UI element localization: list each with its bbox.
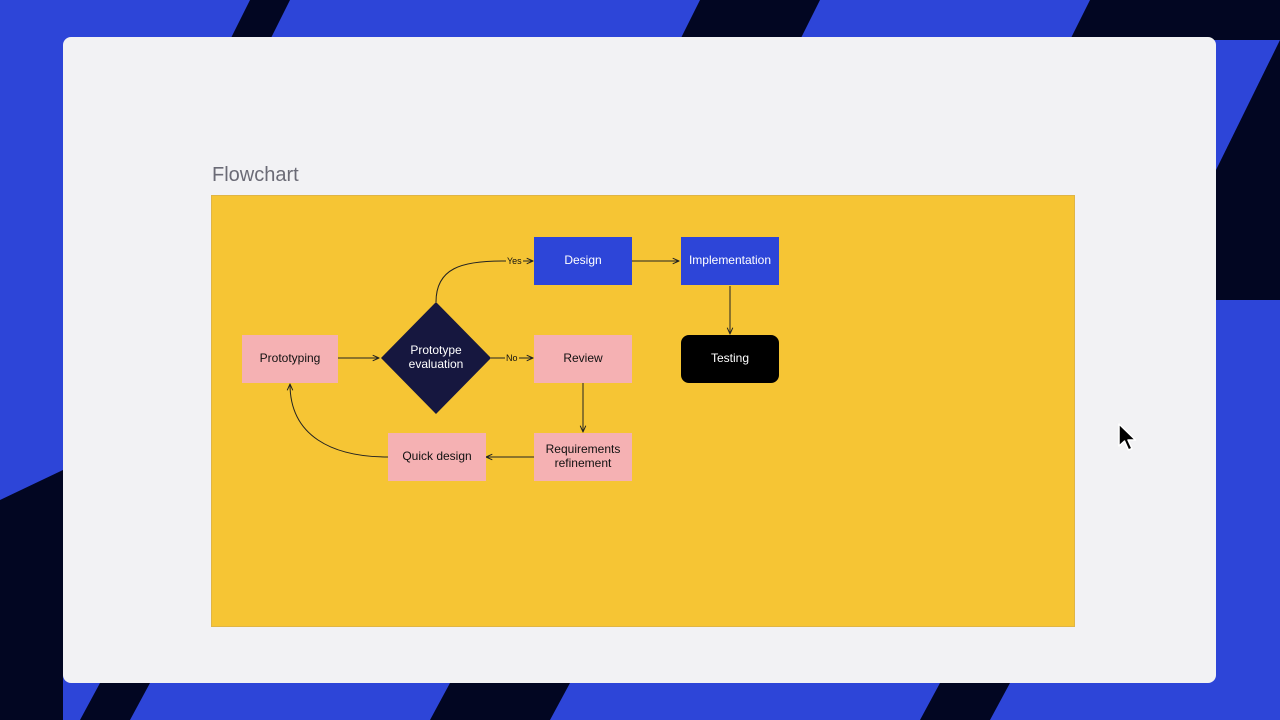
node-testing-label: Testing xyxy=(710,351,750,366)
frame-title: Flowchart xyxy=(212,164,299,186)
node-evaluation-line1: Prototype xyxy=(410,343,462,358)
node-requirements-line1: Requirements xyxy=(545,442,621,457)
edge-quickdesign-prototyping xyxy=(290,384,389,458)
yes-label: Yes xyxy=(506,256,523,266)
no-label: No xyxy=(505,353,519,363)
decision-diamond[interactable] xyxy=(381,302,491,414)
node-evaluation-line2: evaluation xyxy=(408,357,464,371)
node-implementation[interactable]: Implementation xyxy=(681,237,779,285)
node-prototyping[interactable]: Prototyping xyxy=(242,335,338,383)
node-testing[interactable]: Testing xyxy=(681,335,779,383)
flowchart-frame[interactable]: Yes No Prototyping Prototype evaluation … xyxy=(212,196,1074,626)
node-requirements[interactable]: Requirements refinement xyxy=(534,433,632,481)
node-review[interactable]: Review xyxy=(534,335,632,383)
node-requirements-line2: refinement xyxy=(554,456,612,470)
flowchart-connectors xyxy=(212,196,1074,626)
node-quick-design-label: Quick design xyxy=(402,449,472,464)
mouse-pointer-icon xyxy=(1118,423,1137,451)
node-design[interactable]: Design xyxy=(534,237,632,285)
node-design-label: Design xyxy=(564,253,602,268)
node-evaluation-label: Prototype evaluation xyxy=(408,343,464,372)
node-review-label: Review xyxy=(563,351,603,366)
node-quick-design[interactable]: Quick design xyxy=(388,433,486,481)
node-implementation-label: Implementation xyxy=(688,253,772,268)
node-prototyping-label: Prototyping xyxy=(259,351,321,366)
edge-evaluation-design xyxy=(435,261,533,303)
node-requirements-label: Requirements refinement xyxy=(545,442,621,471)
node-evaluation[interactable]: Prototype evaluation xyxy=(396,336,476,380)
